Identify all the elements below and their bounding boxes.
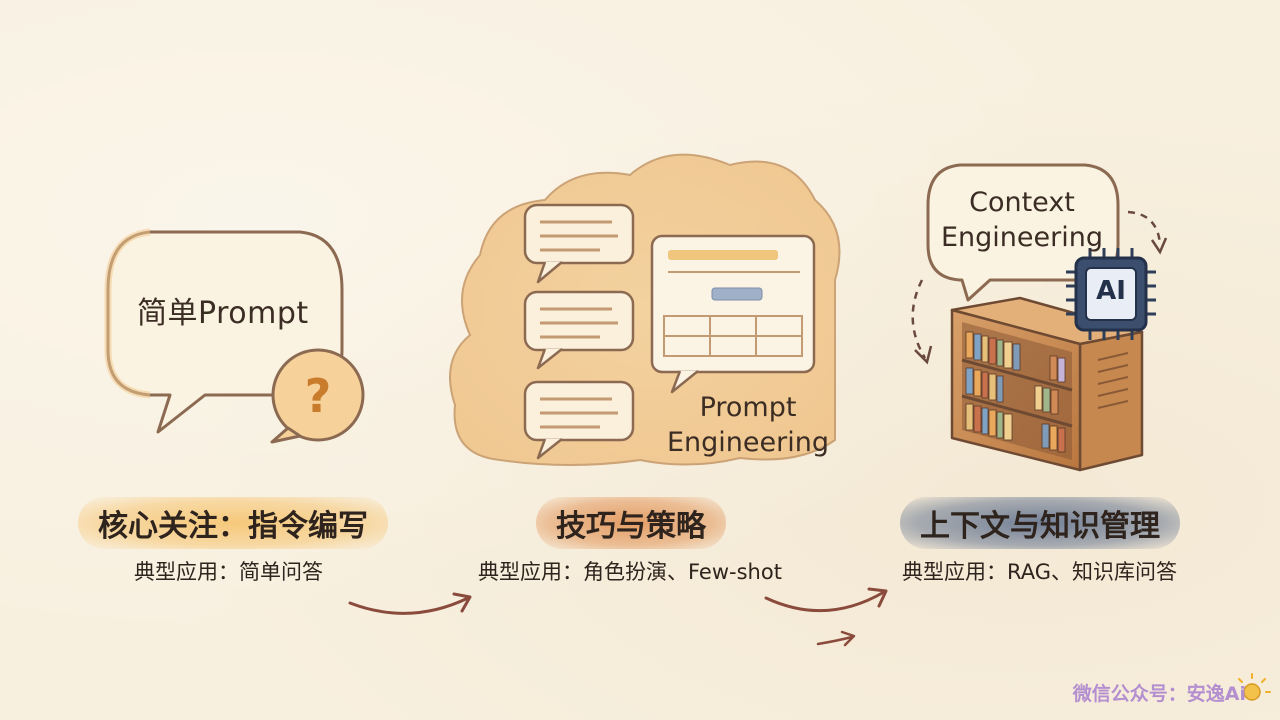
stage2-application: 典型应用：角色扮演、Few-shot — [478, 560, 782, 584]
chat-bubble-1 — [523, 203, 635, 284]
bookshelf-icon — [950, 296, 1144, 472]
ai-chip-label: AI — [1096, 276, 1126, 306]
flow-arrow-1 — [348, 592, 472, 615]
chat-bubble-3 — [523, 380, 635, 460]
simple-prompt-label: 简单Prompt — [137, 296, 309, 331]
prompt-engineering-line1: Prompt — [699, 392, 797, 423]
prompt-engineering-line2: Engineering — [667, 427, 829, 458]
brand-watermark: 微信公众号：安逸Ai — [1072, 683, 1246, 705]
ai-chip-icon — [1066, 248, 1156, 340]
context-engineering-label: Context Engineering — [938, 185, 1106, 255]
stage1-application: 典型应用：简单问答 — [134, 560, 323, 584]
context-engineering-bubble — [926, 163, 1120, 302]
question-mark-icon: ? — [270, 348, 365, 444]
stage3-application: 典型应用：RAG、知识库问答 — [902, 560, 1178, 584]
context-engineering-line1: Context — [969, 187, 1075, 218]
refresh-arrows-icon — [911, 210, 1168, 365]
stage2-heading: 技巧与策略 — [536, 497, 726, 549]
context-engineering-line2: Engineering — [941, 222, 1103, 253]
prompt-engineering-label: Prompt Engineering — [666, 390, 830, 460]
sun-icon — [1238, 673, 1271, 701]
stage1-heading: 核心关注：指令编写 — [78, 497, 388, 549]
svg-text:?: ? — [305, 369, 332, 423]
flow-arrow-3 — [816, 630, 856, 647]
flow-arrow-2 — [764, 587, 888, 613]
document-panel — [650, 234, 816, 394]
chat-bubble-2 — [523, 290, 635, 370]
stage3-heading: 上下文与知识管理 — [900, 497, 1180, 549]
